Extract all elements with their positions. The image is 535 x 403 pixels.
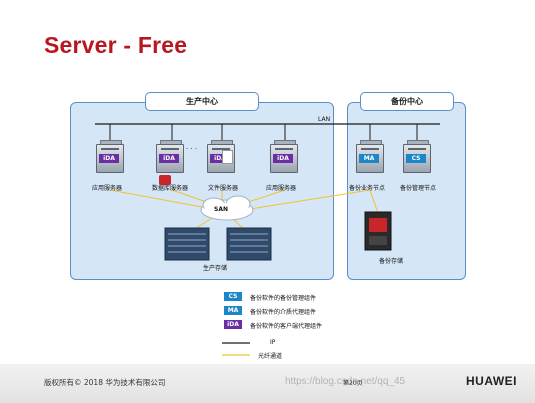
- legend-ida-text: 备份软件的客户端代理组件: [250, 323, 323, 330]
- legend-ma-badge: MA: [224, 306, 242, 315]
- backup-node-icon: MA: [356, 140, 384, 173]
- san-label: SAN: [214, 206, 228, 213]
- legend-fiber-text: 光纤通道: [258, 353, 283, 360]
- app-server-2-label: 应用服务器: [266, 185, 297, 192]
- ma-badge: MA: [359, 154, 379, 163]
- legend-cs-text: 备份软件的备份管理组件: [250, 295, 317, 302]
- database-icon: [159, 175, 171, 185]
- cs-badge: CS: [406, 154, 426, 163]
- document-icon: [222, 150, 233, 164]
- management-node-icon: CS: [403, 140, 431, 173]
- management-node-label: 备份管理节点: [400, 185, 437, 192]
- footer-bar: [0, 364, 535, 403]
- huawei-brand: HUAWEI: [466, 374, 517, 388]
- legend-ma-text: 备份软件的介质代理组件: [250, 309, 317, 316]
- db-server-label: 数据库服务器: [152, 185, 189, 192]
- ida-badge: iDA: [273, 154, 293, 163]
- backup-center-title: 备份中心: [360, 92, 454, 111]
- ida-badge: iDA: [159, 154, 179, 163]
- app-server-1-label: 应用服务器: [92, 185, 123, 192]
- san-cloud-icon: [200, 195, 254, 221]
- file-server-label: 文件服务器: [208, 185, 239, 192]
- backup-storage-label: 备份存储: [379, 258, 404, 265]
- backup-node-label: 备份业务节点: [349, 185, 386, 192]
- db-server-icon: iDA: [156, 140, 184, 173]
- backup-storage-icon: [364, 211, 392, 251]
- lan-label: LAN: [318, 116, 331, 123]
- ida-badge: iDA: [210, 154, 230, 163]
- page-number: 第20页: [343, 380, 363, 387]
- more-servers-ellipsis: · · ·: [186, 145, 198, 153]
- slide-title: Server - Free: [44, 32, 188, 58]
- copyright-text: 版权所有© 2018 华为技术有限公司: [44, 378, 166, 387]
- app-server-2-icon: iDA: [270, 140, 298, 173]
- legend-ida-badge: iDA: [224, 320, 242, 329]
- legend-cs-badge: CS: [224, 292, 242, 301]
- app-server-1-icon: iDA: [96, 140, 124, 173]
- legend-ip-text: IP: [270, 339, 276, 346]
- production-storage-icon: [164, 227, 272, 261]
- production-storage-label: 生产存储: [203, 265, 228, 272]
- production-center-title: 生产中心: [145, 92, 259, 111]
- ida-badge: iDA: [99, 154, 119, 163]
- watermark-text: https://blog.csdn.net/qq_45: [285, 376, 406, 387]
